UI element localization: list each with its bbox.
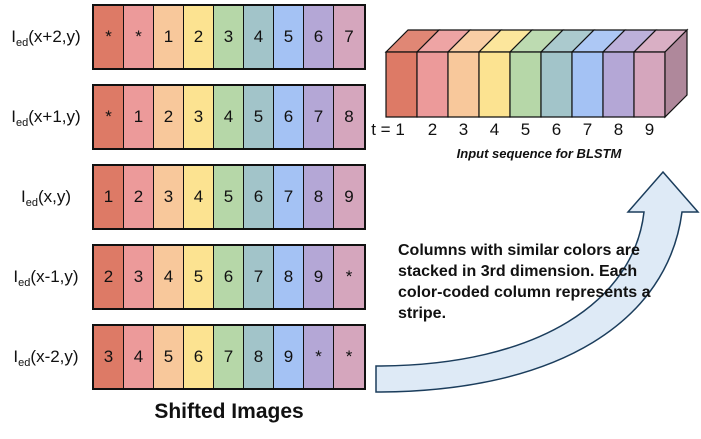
image-column-cell: 9 bbox=[274, 326, 304, 388]
prism-front-face bbox=[416, 51, 449, 118]
image-column-cell: 2 bbox=[94, 246, 124, 308]
timestep-label: t = 1 bbox=[371, 120, 405, 139]
timestep-label: 6 bbox=[551, 120, 562, 139]
prism-front-face bbox=[509, 51, 542, 118]
row-label-base: I bbox=[13, 347, 19, 366]
row-label-subscript: ed bbox=[16, 37, 29, 49]
row-label-subscript: ed bbox=[18, 277, 31, 289]
prism-front-face bbox=[633, 51, 666, 118]
image-column-cell: 5 bbox=[274, 6, 304, 68]
row-label-arg: (x+2,y) bbox=[28, 27, 81, 46]
image-column-cell: 1 bbox=[94, 166, 124, 228]
image-column-cell: 2 bbox=[154, 86, 184, 148]
image-column-cell: * bbox=[304, 326, 334, 388]
row-label-arg: (x+1,y) bbox=[28, 107, 81, 126]
curved-arrow-shape bbox=[375, 170, 700, 393]
image-column-cell: 1 bbox=[154, 6, 184, 68]
row-label: Ied(x-2,y) bbox=[0, 347, 92, 373]
image-column-cell: 2 bbox=[184, 6, 214, 68]
row-label-base: I bbox=[13, 267, 19, 286]
row-label: Ied(x+2,y) bbox=[0, 27, 92, 53]
image-column-cell: 3 bbox=[154, 166, 184, 228]
prism-front-face bbox=[447, 51, 480, 118]
prism-front-face bbox=[571, 51, 604, 118]
shifted-images-caption: Shifted Images bbox=[154, 400, 304, 423]
prism-front-face bbox=[478, 51, 511, 118]
row-label-arg: (x-1,y) bbox=[30, 267, 79, 286]
image-column-cell: 9 bbox=[334, 166, 364, 228]
image-column-cell: 8 bbox=[334, 86, 364, 148]
image-column-cell: 7 bbox=[214, 326, 244, 388]
image-column-cell: 9 bbox=[304, 246, 334, 308]
row-label-subscript: ed bbox=[18, 357, 31, 369]
image-column-cell: 4 bbox=[124, 326, 154, 388]
row-label-base: I bbox=[20, 187, 26, 206]
image-column-cell: * bbox=[94, 6, 124, 68]
image-column-cell: 5 bbox=[154, 326, 184, 388]
description-text: Columns with similar colors are stacked … bbox=[398, 242, 651, 322]
image-column-cell: 4 bbox=[214, 86, 244, 148]
image-column-cell: 5 bbox=[244, 86, 274, 148]
image-column-cell: 3 bbox=[124, 246, 154, 308]
row-label: Ied(x+1,y) bbox=[0, 107, 92, 133]
image-column-cell: 4 bbox=[244, 6, 274, 68]
image-column-cell: 5 bbox=[214, 166, 244, 228]
input-sequence-prism bbox=[384, 28, 689, 119]
image-column-cell: 8 bbox=[274, 246, 304, 308]
row-label: Ied(x,y) bbox=[0, 187, 92, 213]
prism-side-face bbox=[664, 28, 688, 119]
timestep-label: 8 bbox=[613, 120, 624, 139]
image-column-cell: 3 bbox=[94, 326, 124, 388]
row-label-arg: (x,y) bbox=[37, 187, 72, 206]
timestep-label: 9 bbox=[644, 120, 655, 139]
sequence-caption: Input sequence for BLSTM bbox=[456, 146, 622, 161]
image-column-cell: 6 bbox=[184, 326, 214, 388]
image-column-cell: 5 bbox=[184, 246, 214, 308]
image-column-cell: * bbox=[94, 86, 124, 148]
image-column-cell: 6 bbox=[244, 166, 274, 228]
row-label-base: I bbox=[11, 27, 17, 46]
image-column-cell: 1 bbox=[124, 86, 154, 148]
image-column-cell: 3 bbox=[214, 6, 244, 68]
image-column-cell: * bbox=[334, 246, 364, 308]
row-label: Ied(x-1,y) bbox=[0, 267, 92, 293]
prism-front-face bbox=[602, 51, 635, 118]
image-column-cell: 4 bbox=[184, 166, 214, 228]
timestep-label: 3 bbox=[458, 120, 469, 139]
timestep-label: 5 bbox=[520, 120, 531, 139]
image-column-cell: 3 bbox=[184, 86, 214, 148]
prism-front-face bbox=[540, 51, 573, 118]
curved-arrow bbox=[375, 170, 700, 393]
image-column-cell: 8 bbox=[244, 326, 274, 388]
image-column-cell: 8 bbox=[304, 166, 334, 228]
image-column-cell: 7 bbox=[244, 246, 274, 308]
image-column-cell: 4 bbox=[154, 246, 184, 308]
image-column-cell: 7 bbox=[304, 86, 334, 148]
image-column-cell: 6 bbox=[214, 246, 244, 308]
row-label-subscript: ed bbox=[16, 117, 29, 129]
image-column-cell: 6 bbox=[304, 6, 334, 68]
image-column-cell: 6 bbox=[274, 86, 304, 148]
image-column-cell: 2 bbox=[124, 166, 154, 228]
row-label-base: I bbox=[11, 107, 17, 126]
prism-front-face bbox=[385, 51, 418, 118]
timestep-label: 4 bbox=[489, 120, 500, 139]
image-column-cell: * bbox=[124, 6, 154, 68]
timestep-label: 7 bbox=[582, 120, 593, 139]
row-label-subscript: ed bbox=[25, 197, 38, 209]
image-column-cell: 7 bbox=[334, 6, 364, 68]
row-label-arg: (x-2,y) bbox=[30, 347, 79, 366]
image-column-cell: * bbox=[334, 326, 364, 388]
timestep-label: 2 bbox=[427, 120, 438, 139]
image-column-cell: 7 bbox=[274, 166, 304, 228]
